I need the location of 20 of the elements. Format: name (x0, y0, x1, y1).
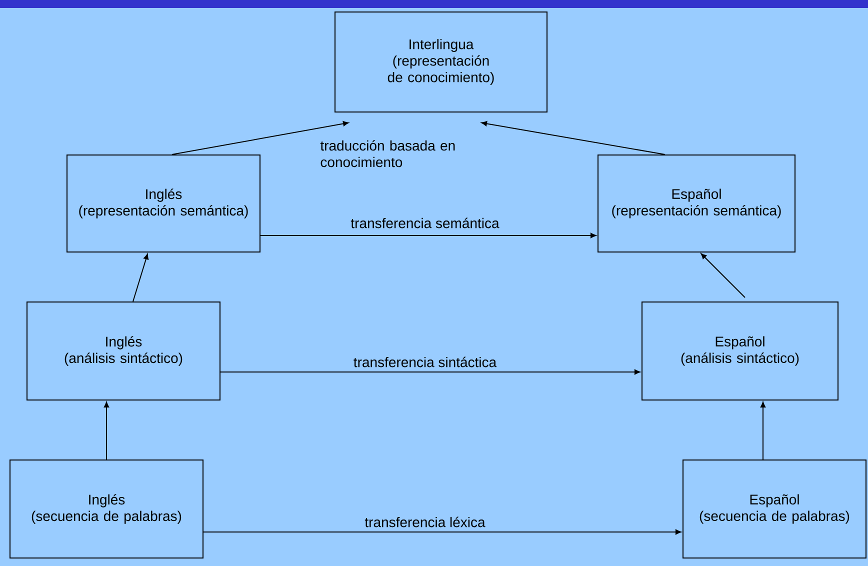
process-box: Inglés (secuencia de palabras) (10, 460, 204, 558)
arrow (104, 402, 110, 460)
edge-label: transferencia sintáctica (354, 356, 497, 368)
edge-label: transferencia léxica (364, 516, 486, 528)
process-box: Español (secuencia de palabras) (682, 460, 866, 558)
process-box: Interlingua (representación de conocimiento) (334, 12, 548, 112)
arrow (760, 402, 766, 460)
arrow (260, 232, 596, 238)
edge-label: transferencia semántica (350, 218, 500, 228)
process-box: Español (análisis sintáctico) (642, 302, 838, 400)
arrow (203, 529, 682, 535)
annotation-text: traducción basada en conocimiento (320, 140, 455, 168)
arrow (481, 121, 666, 155)
process-box: Inglés (análisis sintáctico) (26, 302, 220, 400)
arrow (700, 253, 746, 298)
arrow (132, 254, 149, 302)
process-box: Inglés (representación semántica) (66, 154, 260, 252)
arrow (220, 369, 640, 375)
process-box: Español (representación semántica) (598, 154, 796, 252)
arrow (172, 121, 349, 155)
